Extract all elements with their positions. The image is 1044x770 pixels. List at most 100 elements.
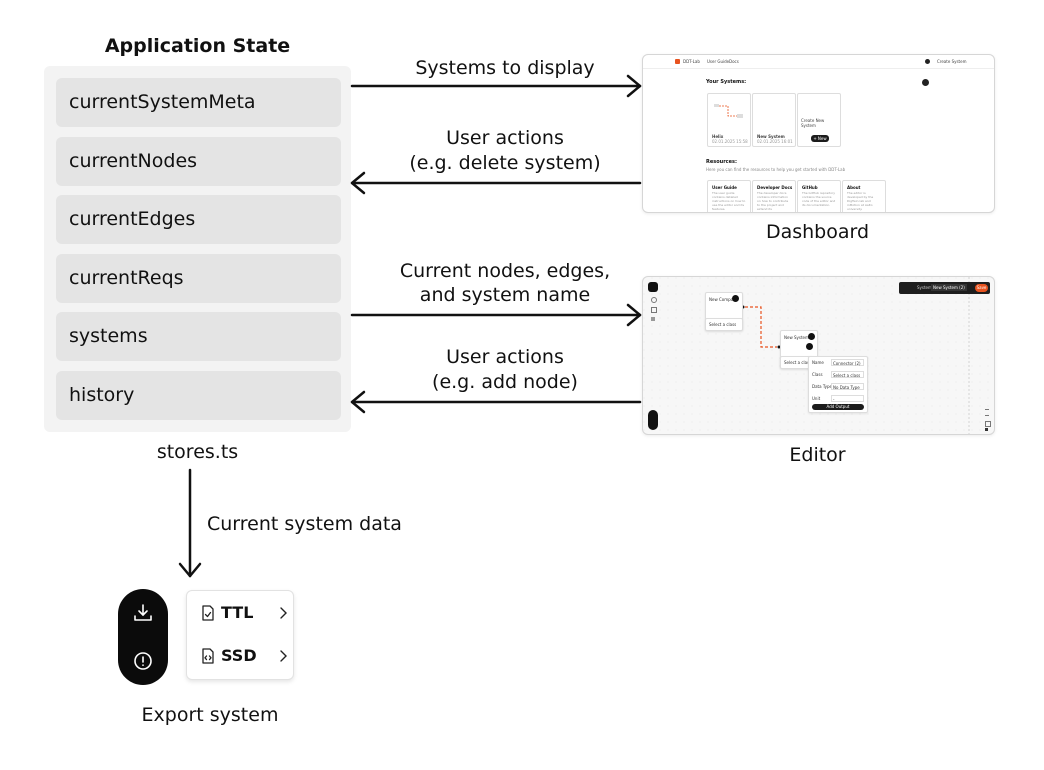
nav-create-system[interactable]: Create System xyxy=(937,59,967,64)
system-card-name: New System xyxy=(757,134,785,139)
component-class-select[interactable]: Select a class xyxy=(705,318,743,331)
state-item-systems: systems xyxy=(56,312,341,361)
node-select-text: Select a class xyxy=(784,360,812,365)
ddt-logo-icon xyxy=(675,59,680,64)
undo-icon[interactable] xyxy=(651,297,657,303)
node-title: New System xyxy=(784,335,809,340)
download-icon[interactable] xyxy=(133,603,153,623)
dashboard-screenshot: DDT-Lab User Guide Docs Create System Yo… xyxy=(642,54,995,213)
system-card-helix[interactable]: Helix 02.01.2025 15:58 xyxy=(707,93,751,147)
form-input-name[interactable]: Connector (2) xyxy=(831,359,864,366)
editor-caption: Editor xyxy=(789,444,846,466)
node-add-icon[interactable] xyxy=(732,295,739,302)
application-state-title: Application State xyxy=(104,35,291,57)
layout-icon[interactable] xyxy=(651,317,655,321)
file-check-icon xyxy=(202,605,214,621)
export-system-caption: Export system xyxy=(141,704,279,726)
label-current-nodes-line1: Current nodes, edges, xyxy=(399,260,611,282)
resource-title: GitHub xyxy=(802,185,818,190)
editor-screenshot: System New System (2) Save New Compon Se… xyxy=(642,276,995,435)
state-item-current-edges: currentEdges xyxy=(56,195,341,244)
resource-text: The GitHub repository contains the sourc… xyxy=(802,191,836,207)
connector-form: Name Connector (2) Class Select a class … xyxy=(808,356,868,413)
fit-view-icon[interactable] xyxy=(985,421,991,427)
label-systems-to-display: Systems to display xyxy=(415,57,595,79)
system-preview-icon xyxy=(714,104,743,118)
state-item-current-system-meta: currentSystemMeta xyxy=(56,78,341,127)
create-system-card[interactable]: Create New System + New xyxy=(797,93,841,147)
system-card-name: Helix xyxy=(712,134,724,139)
export-option-label: TTL xyxy=(221,603,254,622)
stores-file-label: stores.ts xyxy=(156,441,239,463)
resource-card-about[interactable]: About The editor is developed by the Dig… xyxy=(842,180,886,213)
label-user-actions2-line2: (e.g. add node) xyxy=(432,371,578,393)
system-card-date: 02.01.2025 16:01 xyxy=(757,139,793,144)
chevron-right-icon xyxy=(280,650,287,662)
form-label-class: Class xyxy=(812,372,823,377)
form-label-data-type: Data Type xyxy=(812,384,833,389)
dashboard-navbar: DDT-Lab User Guide Docs Create System xyxy=(643,55,994,69)
settings-icon[interactable] xyxy=(922,79,929,86)
label-current-nodes-line2: and system name xyxy=(419,284,591,306)
system-toolbar: System New System (2) Save xyxy=(899,282,990,294)
zoom-out-icon[interactable] xyxy=(985,415,989,416)
application-state-panel: currentSystemMeta currentNodes currentEd… xyxy=(44,66,351,432)
export-toolbar-mini[interactable] xyxy=(648,410,658,430)
resources-subtitle: Here you can find the resources to help … xyxy=(706,167,846,172)
state-item-current-nodes: currentNodes xyxy=(56,137,341,186)
resource-card-github[interactable]: GitHub The GitHub repository contains th… xyxy=(797,180,841,212)
form-select-unit[interactable]: - xyxy=(831,395,864,402)
system-card-date: 02.01.2025 15:58 xyxy=(712,139,748,144)
label-current-system-data: Current system data xyxy=(207,513,402,535)
redo-icon[interactable] xyxy=(651,307,657,313)
resource-card-developer-docs[interactable]: Developer Docs The developer docs contai… xyxy=(752,180,796,213)
system-card-new-system[interactable]: New System 02.01.2025 16:01 xyxy=(752,93,796,147)
add-output-button[interactable]: Add Output xyxy=(812,404,864,410)
export-toolbar xyxy=(118,589,168,685)
menu-icon[interactable] xyxy=(648,282,658,292)
create-new-system-text: Create New System xyxy=(801,118,825,128)
save-button[interactable]: Save xyxy=(975,284,988,292)
nav-brand[interactable]: DDT-Lab xyxy=(683,59,700,64)
resource-text: The developer docs contains information … xyxy=(757,191,789,213)
resource-title: User Guide xyxy=(712,185,737,190)
node-select-text: Select a class xyxy=(709,322,737,327)
dashboard-caption: Dashboard xyxy=(765,221,870,243)
label-user-actions-line1: User actions xyxy=(446,127,564,149)
new-system-button[interactable]: + New xyxy=(811,135,829,142)
left-toolbar xyxy=(650,297,657,327)
label-user-actions2-line1: User actions xyxy=(446,346,564,368)
github-icon[interactable] xyxy=(925,59,930,64)
resource-title: Developer Docs xyxy=(757,185,793,190)
file-code-icon xyxy=(202,648,214,664)
label-user-actions-line2: (e.g. delete system) xyxy=(409,152,601,174)
state-item-current-reqs: currentReqs xyxy=(56,254,341,303)
nav-docs[interactable]: Docs xyxy=(729,59,739,64)
lock-icon[interactable] xyxy=(985,428,988,431)
nav-user-guide[interactable]: User Guide xyxy=(707,59,730,64)
resources-heading: Resources: xyxy=(706,159,738,165)
system-name-input[interactable]: New System (2) xyxy=(931,284,967,291)
your-systems-heading: Your Systems: xyxy=(706,79,747,85)
export-option-ttl[interactable]: TTL xyxy=(201,601,287,625)
form-label-unit: Unit xyxy=(812,396,821,401)
state-item-history: history xyxy=(56,371,341,420)
connector-add-icon[interactable] xyxy=(806,343,813,350)
zoom-controls xyxy=(984,409,991,431)
node-title: New Compon xyxy=(709,297,736,302)
form-select-data-type[interactable]: No Data Type xyxy=(831,383,864,390)
resource-card-user-guide[interactable]: User Guide The user guide contains detai… xyxy=(707,180,751,212)
node-add-icon[interactable] xyxy=(808,333,815,340)
about-link-badge[interactable] xyxy=(851,212,877,213)
zoom-in-icon[interactable] xyxy=(985,409,989,410)
resource-title: About xyxy=(847,185,861,190)
resource-text: The editor is developed by the DigTwin l… xyxy=(847,191,874,211)
export-option-ssd[interactable]: SSD xyxy=(201,644,287,668)
form-select-class[interactable]: Select a class xyxy=(831,371,864,378)
resource-text: The user guide contains detailed instruc… xyxy=(712,191,746,211)
chevron-right-icon xyxy=(280,607,287,619)
form-label-name: Name xyxy=(812,360,824,365)
alert-circle-icon[interactable] xyxy=(133,651,153,671)
export-option-label: SSD xyxy=(221,646,257,665)
